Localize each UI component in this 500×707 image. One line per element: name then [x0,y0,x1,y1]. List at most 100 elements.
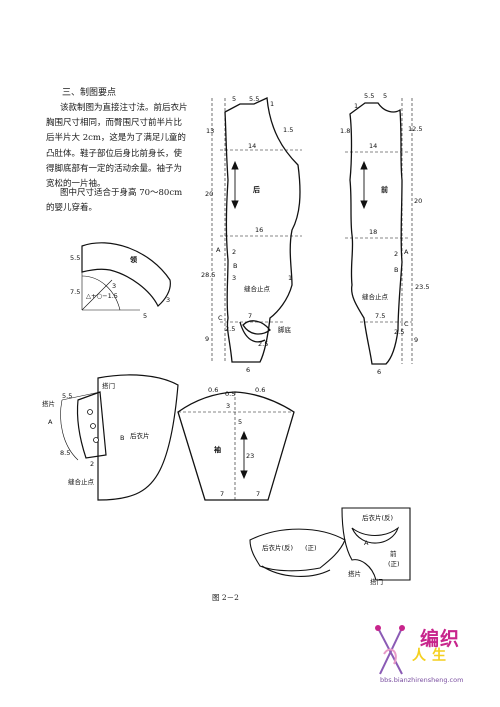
assembly-left-hem [261,565,331,577]
collar-dim-3: 3 [112,282,116,290]
back-dim-16: 16 [255,226,263,234]
sleeve-outline [177,391,295,501]
front-point-b: B [394,266,398,274]
placket-back-outline [97,374,179,501]
placket-seam-stop: 缝合止点 [68,477,95,486]
collar-dim-5: 5 [143,312,147,320]
sleeve-dim-5: 5 [238,418,242,426]
sleeve-dim-0-5: 0.5 [225,390,235,398]
logo-sub-text: 人生 [412,648,452,664]
back-title: 后 [253,185,260,194]
paragraph-size-note: 图中尺寸适合于身高 70～80cm 的婴儿穿着。 [46,188,183,214]
front-dim-18: 18 [369,228,377,236]
front-dim-6: 6 [377,368,381,376]
placket-strip-label: 搭片 [42,399,55,408]
front-arrow-head-top [360,160,368,170]
collar-diagonal [81,279,113,311]
logo-main-text: 编织 [420,628,461,650]
back-arrow-head-bottom [231,200,239,210]
sleeve-title: 袖 [213,445,221,454]
placket-point-a: A [48,418,53,426]
collar-dim-5-5: 5.5 [70,254,80,262]
assembly-front-pos: (正) [305,544,317,552]
front-title: 前 [381,185,388,194]
placket-curve [60,399,79,461]
front-seam-stop: 缝合止点 [362,292,389,301]
back-dim-2: 2 [232,248,236,256]
back-dim-20: 20 [205,190,213,198]
back-foot-curve [239,321,266,343]
back-point-b: B [233,262,237,270]
front-dim-12-5: 12.5 [408,125,422,133]
collar-outline [81,242,171,307]
assembly-right-outline [341,507,411,581]
placket-button-2 [90,423,96,429]
watermark-logo: 编织 人生 bbs.bianzhirensheng.com [372,622,484,688]
assembly-strip: 搭片 [348,569,361,578]
front-dim-5-5: 5.5 [364,92,374,100]
placket-button-3 [93,437,99,443]
logo-url: bbs.bianzhirensheng.com [380,676,464,684]
assembly-back-rev: 后衣片(反) [262,543,293,552]
assembly-right-pocket [351,526,400,544]
back-dim-1-5: 1.5 [283,126,293,134]
front-dim-7-5: 7.5 [375,312,385,320]
front-dim-1-8: 1.8 [340,127,350,135]
back-dim-5-5: 5.5 [249,95,259,103]
back-dim-2-5: 2.5 [225,325,235,333]
back-piece-outline [224,97,301,363]
assembly-left-outline [249,528,346,572]
front-point-a: A [404,248,409,256]
assembly-placket: 搭门 [370,577,383,586]
back-seam-stop: 缝合止点 [244,284,271,293]
back-dim-1: 1 [270,100,274,108]
knitting-needles-icon [375,625,405,675]
placket-title: 搭门 [102,381,115,390]
collar-dim-3b: 3 [166,296,170,304]
back-dim-9: 9 [205,335,209,343]
front-piece-outline [349,102,403,365]
assembly-front: 前 [390,549,397,558]
collar-neck-curve [81,275,121,311]
back-dim-3: 3 [232,274,236,282]
placket-dim-8-5: 8.5 [60,449,70,457]
collar-formula: △+○−1.5 [86,292,118,300]
back-foot-label: 脚底 [278,325,292,334]
sleeve-arrow-head-bottom [240,470,248,480]
sleeve-dim-7a: 7 [220,490,224,498]
assembly-back-rev2: 后衣片(反) [362,513,393,522]
placket-button-1 [87,409,93,415]
back-arrow-head-top [231,160,239,170]
back-dim-1b: 1 [288,274,292,282]
collar-title: 领 [130,255,137,264]
section-heading: 三、制图要点 [62,88,117,98]
sleeve-dim-7b: 7 [256,490,260,498]
back-dim-2-5b: 2.5 [258,340,268,348]
sleeve-dim-0-6b: 0.6 [255,386,265,394]
collar-dim-7-5: 7.5 [70,288,80,296]
placket-dim-2: 2 [90,460,94,468]
back-dim-13: 13 [206,127,214,135]
sleeve-arrow-head-top [240,430,248,440]
back-foot-sole [242,320,271,335]
front-dim-20: 20 [414,197,422,205]
placket-strip-outline [76,391,107,459]
back-dim-28-5: 28.5 [201,271,215,279]
back-dim-7: 7 [248,312,252,320]
assembly-point-a: A [364,539,369,547]
front-dim-1: 1 [354,102,358,110]
front-arrow-head-bottom [360,200,368,210]
front-dim-5: 5 [383,92,387,100]
placket-point-b: B [120,434,124,442]
figure-caption: 图 2－2 [212,593,239,602]
front-dim-23-5: 23.5 [415,283,429,291]
sleeve-dim-3: 3 [226,402,230,410]
front-point-c: C [404,320,409,328]
sleeve-dim-0-6a: 0.6 [208,386,218,394]
placket-back-label: 后衣片 [130,431,150,440]
front-dim-2: 2 [394,250,398,258]
back-point-a: A [216,246,221,254]
paragraph-drafting-notes: 该款制图为直接注寸法。前后衣片胸围尺寸相同，而臀围尺寸前半片比后半片大 2cm，… [46,103,188,190]
placket-top-line [61,391,101,401]
